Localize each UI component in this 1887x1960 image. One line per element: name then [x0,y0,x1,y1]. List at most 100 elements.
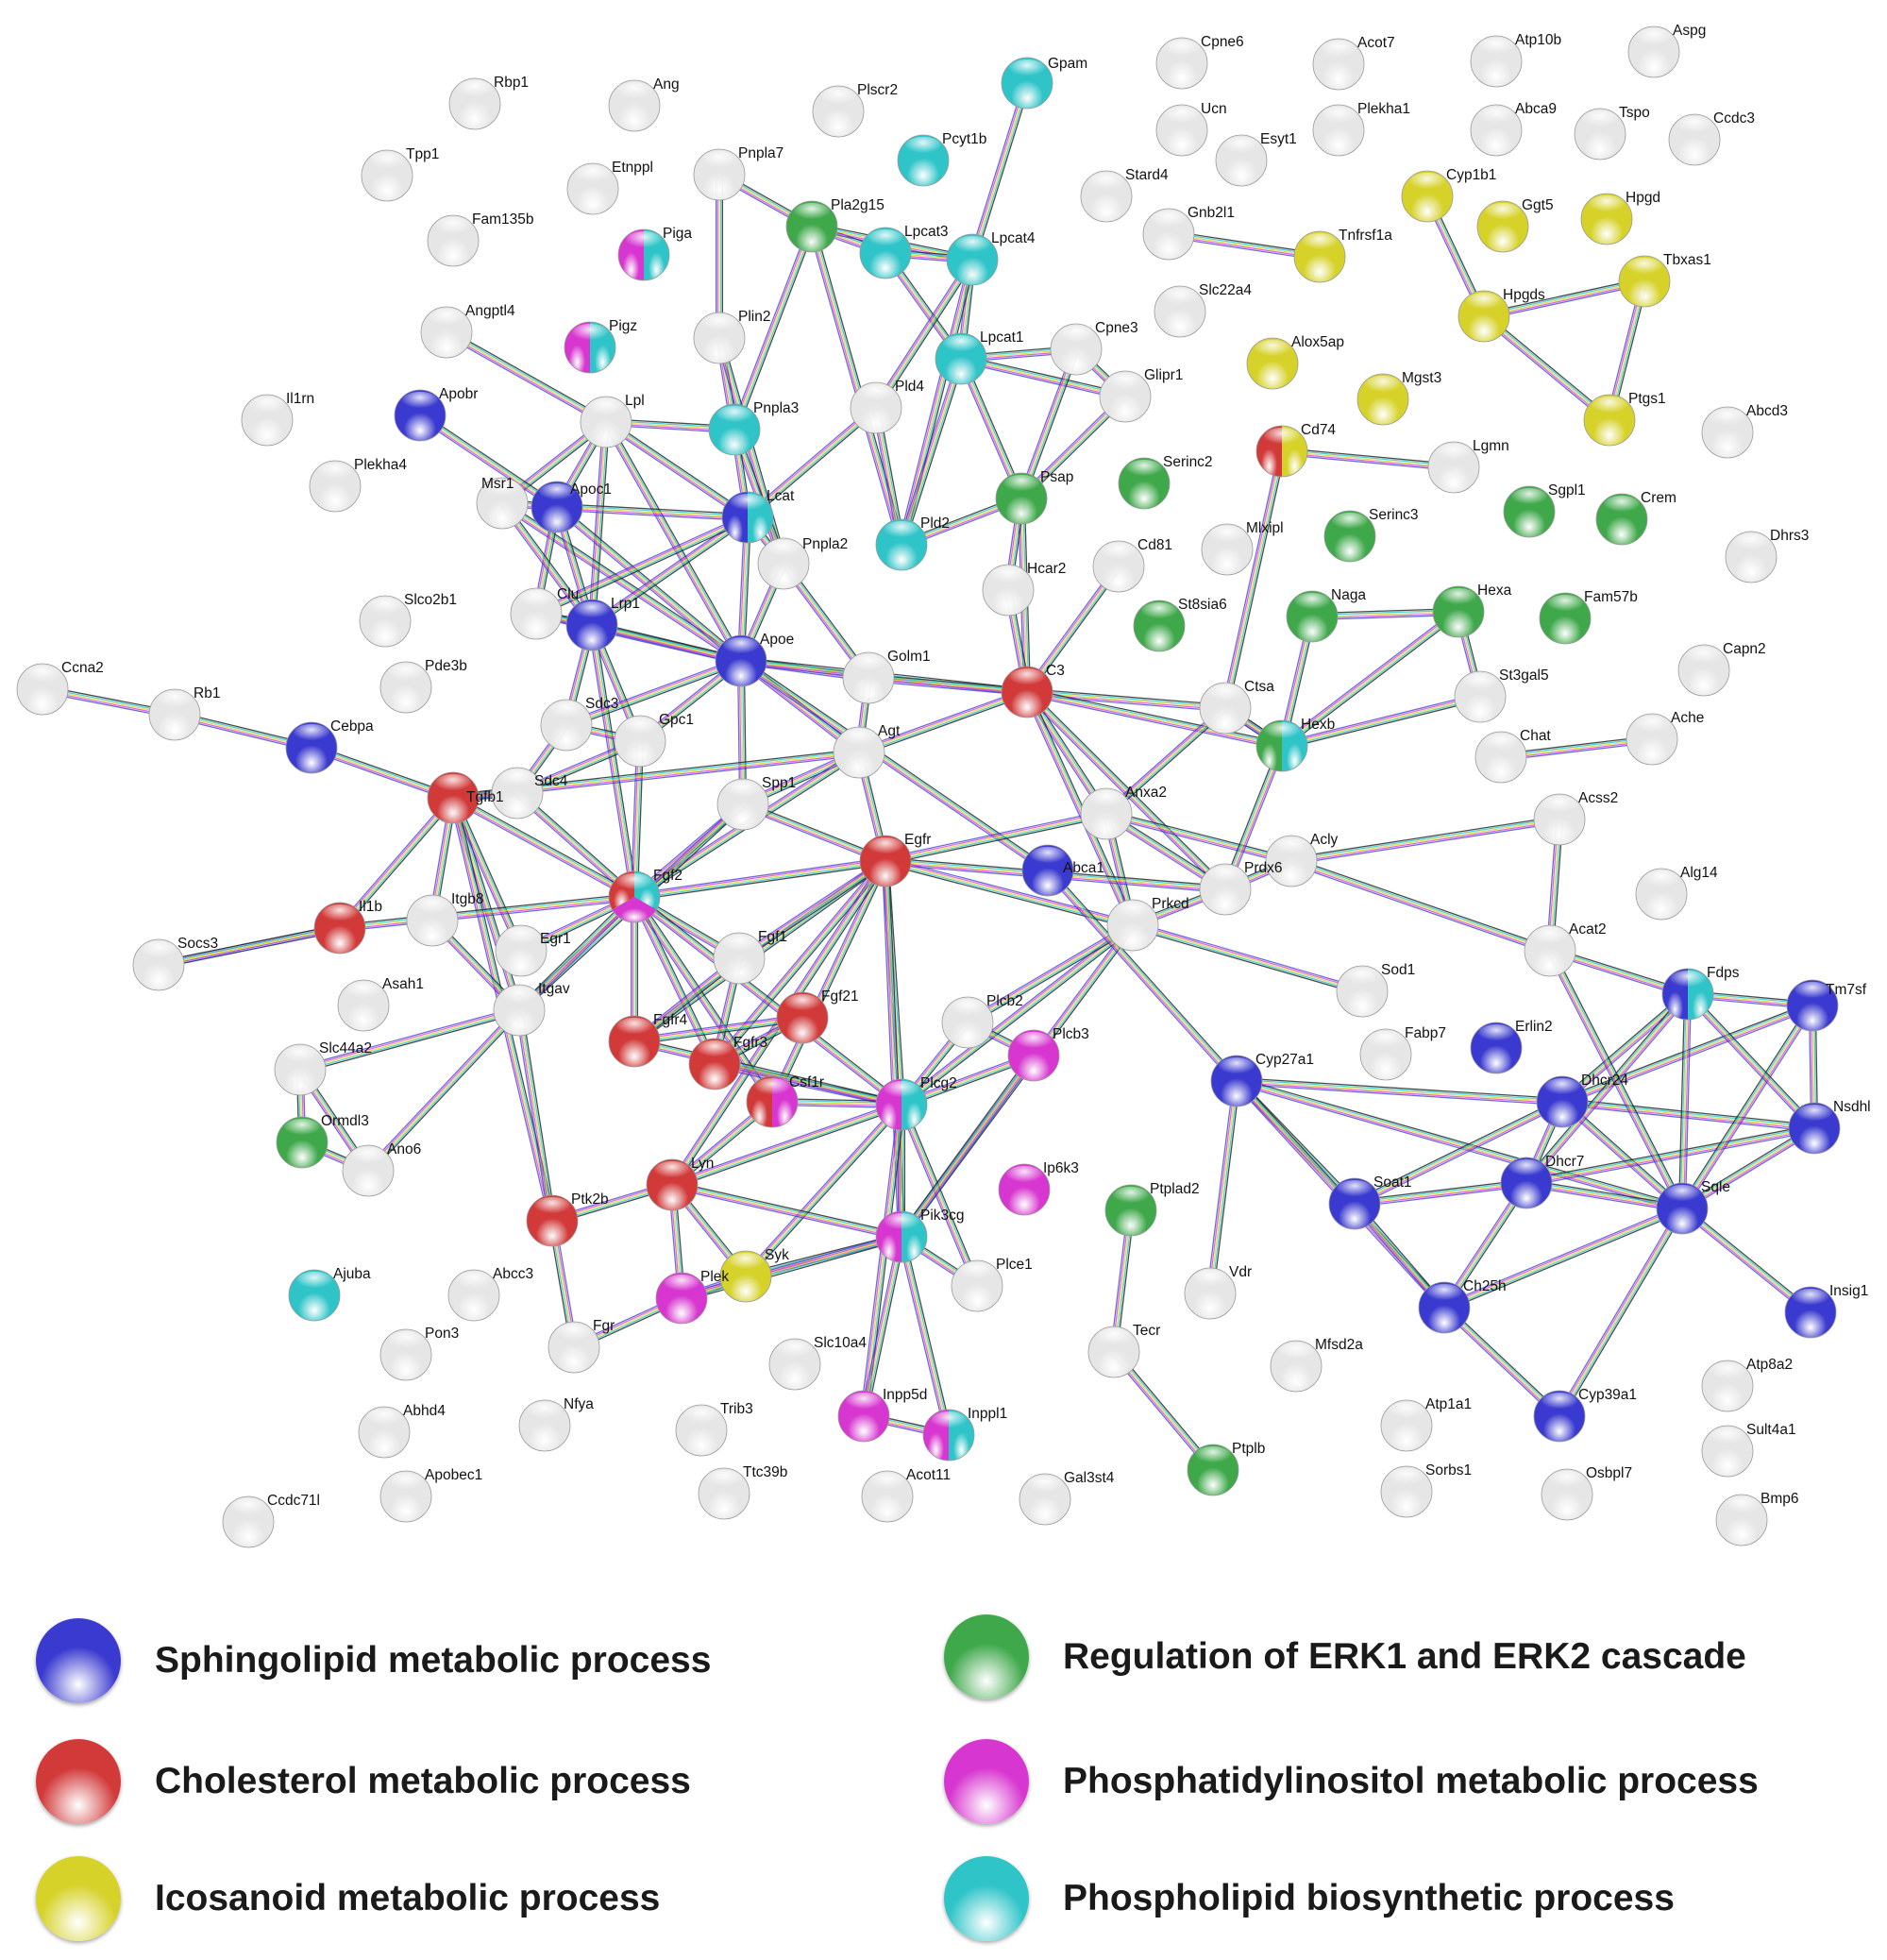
node-fgr[interactable]: Fgr [548,1318,615,1374]
node-ch25h[interactable]: Ch25h [1418,1278,1507,1334]
node-ttc39b[interactable]: Ttc39b [698,1464,787,1520]
node-ang[interactable]: Ang [608,76,680,132]
node-sgpl1[interactable]: Sgpl1 [1503,482,1586,538]
node-abhd4[interactable]: Abhd4 [358,1403,446,1459]
node-fgf2[interactable]: Fgf2 [608,868,682,923]
node-inpp5d[interactable]: Inpp5d [837,1387,927,1443]
node-tm7sf2[interactable]: Tm7sf [1786,979,1867,1032]
node-pnpla7[interactable]: Pnpla7 [693,145,783,201]
node-alg14[interactable]: Alg14 [1635,865,1718,921]
node-ache[interactable]: Ache [1626,710,1704,766]
node-fam135b[interactable]: Fam135b [427,211,533,267]
node-fabp7[interactable]: Fabp7 [1359,1025,1446,1081]
node-abcd3[interactable]: Abcd3 [1701,403,1788,459]
node-cpne3[interactable]: Cpne3 [1050,320,1138,376]
node-plscr2[interactable]: Plscr2 [812,82,898,138]
node-pigz[interactable]: Pigz [564,318,637,374]
node-sdc3[interactable]: Sdc3 [540,696,618,752]
node-nfya[interactable]: Nfya [518,1396,594,1452]
node-lpl[interactable]: Lpl [580,393,645,448]
node-lcat[interactable]: Lcat [721,488,795,544]
node-itgb8[interactable]: Itgb8 [406,891,483,947]
node-lrp1[interactable]: Lrp1 [565,596,640,651]
node-apoe[interactable]: Apoe [715,632,794,687]
node-hcar2[interactable]: Hcar2 [982,561,1066,617]
node-alox5ap[interactable]: Alox5ap [1246,334,1344,390]
node-psap[interactable]: Psap [995,469,1073,525]
node-glipr1[interactable]: Glipr1 [1099,367,1183,423]
node-pnpla2[interactable]: Pnpla2 [757,536,848,590]
node-spp1[interactable]: Spp1 [716,775,796,831]
node-csf1r[interactable]: Csf1r [746,1074,824,1128]
node-socs3[interactable]: Socs3 [132,936,218,991]
node-fam57b[interactable]: Fam57b [1539,589,1638,645]
node-hpgds[interactable]: Hpgds [1457,287,1545,343]
node-aspg[interactable]: Aspg [1627,23,1706,78]
node-plek[interactable]: Plek [655,1269,729,1325]
node-mgst3[interactable]: Mgst3 [1356,370,1441,426]
node-rb1[interactable]: Rb1 [148,685,220,741]
node-esyt1[interactable]: Esyt1 [1215,131,1297,187]
node-plcb3[interactable]: Plcb3 [1007,1026,1089,1082]
node-golm1[interactable]: Golm1 [842,649,931,704]
node-rbp1[interactable]: Rbp1 [448,75,529,130]
node-ccna2[interactable]: Ccna2 [16,660,104,716]
node-ccdc71l[interactable]: Ccdc71l [222,1493,320,1548]
node-ip6k3[interactable]: Ip6k3 [998,1160,1079,1216]
node-gpc1[interactable]: Gpc1 [614,712,694,768]
node-apobr[interactable]: Apobr [394,386,478,442]
node-anxa2[interactable]: Anxa2 [1080,785,1167,840]
node-st3gal5[interactable]: St3gal5 [1454,667,1549,723]
node-pcyt1b[interactable]: Pcyt1b [897,131,986,187]
node-lyn[interactable]: Lyn [646,1156,714,1211]
node-ptgs1[interactable]: Ptgs1 [1583,391,1666,447]
node-atp1a1[interactable]: Atp1a1 [1380,1396,1472,1452]
node-acss2[interactable]: Acss2 [1533,790,1618,846]
node-egr1[interactable]: Egr1 [495,924,571,977]
node-sdc4[interactable]: Sdc4 [491,767,568,819]
node-lpcat3[interactable]: Lpcat3 [859,224,949,279]
node-erlin2[interactable]: Erlin2 [1470,1019,1553,1074]
node-c3[interactable]: C3 [1001,663,1065,718]
node-sorbs1[interactable]: Sorbs1 [1380,1462,1472,1518]
node-capn2[interactable]: Capn2 [1677,641,1766,697]
node-ptplb[interactable]: Ptplb [1187,1441,1265,1496]
node-msr1[interactable]: Msr1 [476,476,529,530]
node-mlxipl[interactable]: Mlxipl [1201,520,1284,576]
node-slc44a2[interactable]: Slc44a2 [274,1040,372,1096]
node-crem[interactable]: Crem [1595,490,1676,546]
node-osbpl7[interactable]: Osbpl7 [1541,1465,1632,1521]
node-stard4[interactable]: Stard4 [1080,167,1169,223]
node-plin2[interactable]: Plin2 [693,309,770,364]
node-dhrs3[interactable]: Dhrs3 [1725,528,1809,583]
node-nsdhl[interactable]: Nsdhl [1788,1099,1871,1155]
node-prdx6[interactable]: Prdx6 [1199,860,1283,916]
node-trib3[interactable]: Trib3 [675,1401,753,1457]
node-mfsd2a[interactable]: Mfsd2a [1270,1337,1363,1393]
node-fgf1[interactable]: Fgf1 [713,929,787,985]
node-pde3b[interactable]: Pde3b [379,658,467,714]
node-angptl4[interactable]: Angptl4 [420,303,515,359]
node-agt[interactable]: Agt [833,723,901,779]
node-sod1[interactable]: Sod1 [1336,962,1415,1018]
node-atp10b[interactable]: Atp10b [1470,32,1561,88]
node-etnppl[interactable]: Etnppl [566,160,653,215]
node-il1b[interactable]: Il1b [313,899,382,955]
node-pon3[interactable]: Pon3 [379,1326,459,1381]
node-slc22a4[interactable]: Slc22a4 [1154,282,1252,338]
node-sult4a1[interactable]: Sult4a1 [1701,1422,1796,1478]
node-hpgd[interactable]: Hpgd [1580,190,1660,245]
node-ormdl3[interactable]: Ormdl3 [276,1113,369,1169]
node-chat[interactable]: Chat [1474,728,1551,784]
node-cebpa[interactable]: Cebpa [285,718,374,774]
node-serinc3[interactable]: Serinc3 [1323,507,1419,563]
node-lpcat4[interactable]: Lpcat4 [946,230,1036,286]
node-ajuba[interactable]: Ajuba [288,1266,371,1322]
node-soat1[interactable]: Soat1 [1328,1174,1412,1230]
node-gnb2l1[interactable]: Gnb2l1 [1142,205,1235,261]
node-plcg2[interactable]: Plcg2 [875,1075,957,1131]
node-dhcr24[interactable]: Dhcr24 [1536,1073,1628,1128]
node-ctsa[interactable]: Ctsa [1199,679,1274,735]
node-ggt5[interactable]: Ggt5 [1476,197,1554,253]
node-dhcr7[interactable]: Dhcr7 [1500,1154,1584,1209]
